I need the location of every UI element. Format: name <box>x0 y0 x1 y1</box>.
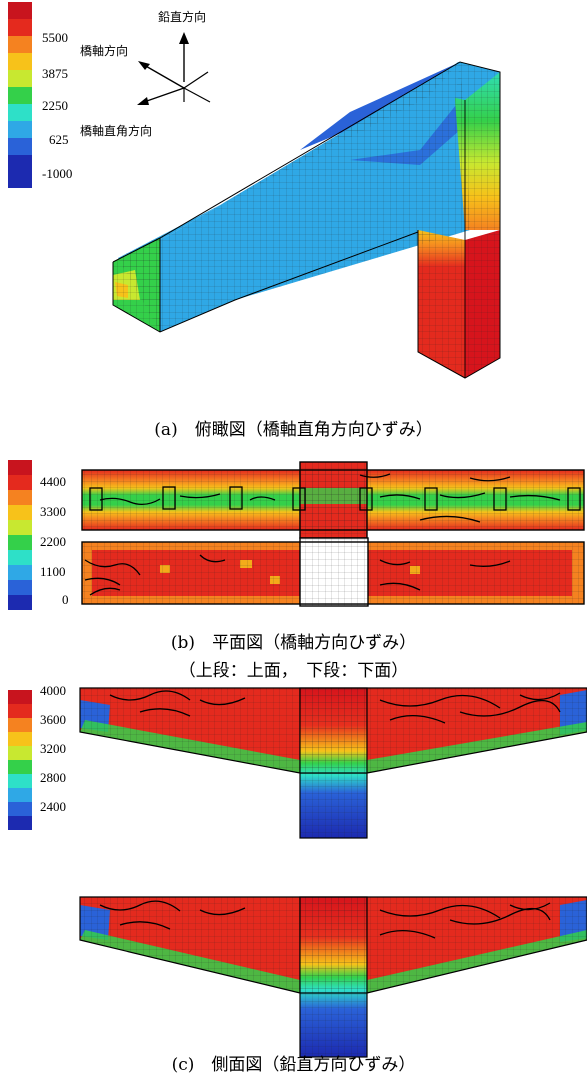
legend-tick: 2250 <box>42 98 68 113</box>
legend-tick: 3200 <box>40 741 66 756</box>
legend-swatch <box>8 490 32 505</box>
legend-swatch <box>8 535 32 550</box>
legend-tick: 1100 <box>40 564 66 579</box>
caption-b-line2: （上段：上面， 下段：下面） <box>178 661 409 681</box>
legend-swatch <box>8 121 32 138</box>
legend-swatch <box>8 104 32 121</box>
legend-swatch <box>8 760 32 774</box>
legend-swatch <box>8 802 32 816</box>
legend-swatch <box>8 690 32 704</box>
legend-swatch <box>8 816 32 830</box>
caption-a: (a) 俯瞰図（橋軸直角方向ひずみ） <box>154 420 433 440</box>
legend-swatch <box>8 580 32 595</box>
axis-label-transverse: 橋軸直角方向 <box>80 124 153 138</box>
legend-swatch <box>8 155 32 188</box>
legend-tick: 3300 <box>40 504 66 519</box>
axis-label-bridge-axis: 橋軸方向 <box>80 44 129 58</box>
legend-swatch <box>8 53 32 70</box>
legend-tick: -1000 <box>42 166 73 181</box>
legend-swatch <box>8 19 32 36</box>
legend-tick: 2400 <box>40 799 66 814</box>
legend-tick: 3600 <box>40 712 66 727</box>
axis-label-vertical: 鉛直方向 <box>158 10 207 24</box>
legend-swatch <box>8 718 32 732</box>
legend-tick: 2200 <box>40 534 66 549</box>
legend-swatch <box>8 460 32 475</box>
legend-swatch <box>8 475 32 490</box>
legend-swatch <box>8 550 32 565</box>
legend-swatch <box>8 774 32 788</box>
legend-swatch <box>8 70 32 87</box>
legend-swatch <box>8 2 32 19</box>
legend-swatch <box>8 704 32 718</box>
legend-tick: 4000 <box>40 683 66 698</box>
legend-swatch <box>8 36 32 53</box>
legend-swatch <box>8 746 32 760</box>
legend-tick: 3875 <box>42 66 68 81</box>
legend-swatch <box>8 565 32 580</box>
caption-c: (c) 側面図（鉛直方向ひずみ） <box>171 1055 416 1075</box>
legend-tick: 4400 <box>40 474 66 489</box>
caption-b-line1: (b) 平面図（橋軸方向ひずみ） <box>170 633 417 653</box>
legend-tick: 2800 <box>40 770 66 785</box>
legend-tick: 0 <box>62 592 69 607</box>
bird-eye-model <box>112 61 501 379</box>
legend-swatch <box>8 788 32 802</box>
legend-swatch <box>8 732 32 746</box>
axis-indicator <box>137 32 211 105</box>
plan-view <box>81 461 585 607</box>
legend-swatch <box>8 595 32 610</box>
legend-swatch <box>8 138 32 155</box>
legend-tick: 625 <box>49 132 69 147</box>
legend-swatch <box>8 520 32 535</box>
legend-tick: 5500 <box>42 30 68 45</box>
legend-swatch <box>8 505 32 520</box>
legend-swatch <box>8 87 32 104</box>
